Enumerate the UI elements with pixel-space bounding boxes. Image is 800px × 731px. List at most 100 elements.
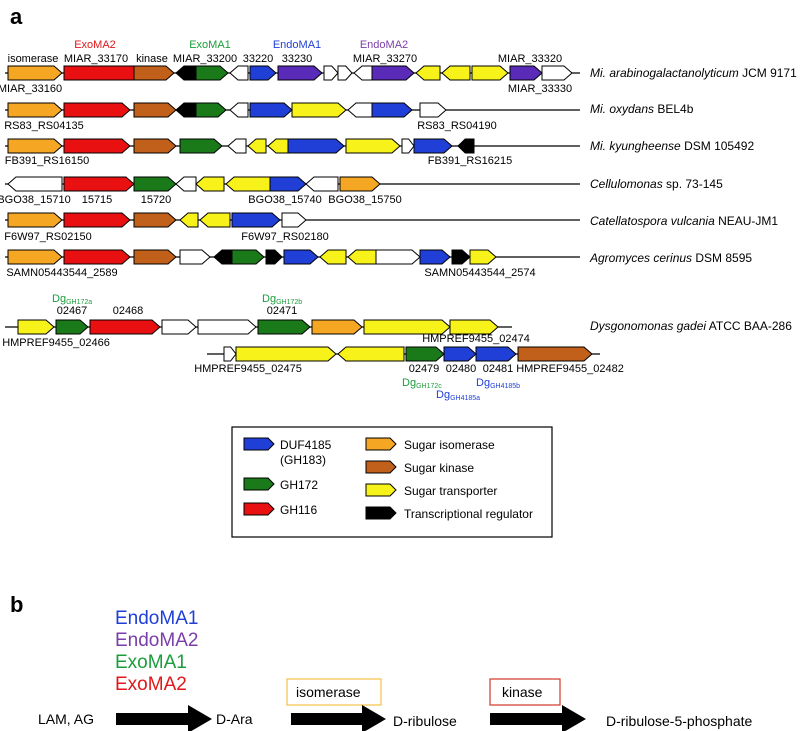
- step-d-ara: D-Ara: [216, 711, 253, 727]
- gene-agromyces: [347, 249, 377, 265]
- gene-mi-oxydans: [175, 102, 197, 118]
- gene-agromyces: [469, 249, 497, 265]
- isomerase-box-label: isomerase: [296, 684, 361, 700]
- label-fb391-rs16150: FB391_RS16150: [5, 155, 89, 167]
- label-02480: 02480: [446, 363, 477, 375]
- label-kinase: kinase: [136, 53, 168, 65]
- gene-catellatospora: [231, 212, 281, 228]
- gene-dysgonomonas-1: [257, 319, 311, 335]
- gene-cellulomonas: [7, 176, 63, 192]
- gene-mi-arab: [7, 65, 63, 81]
- gene-agromyces: [375, 249, 421, 265]
- gene-mi-oxydans: [63, 102, 131, 118]
- gene-mi-arab: [323, 65, 339, 81]
- enzyme-endoma2: EndoMA2: [115, 630, 198, 651]
- gene-mi-kyungheense: [227, 138, 247, 154]
- gene-mi-arab: [353, 65, 373, 81]
- organism-cellulomonas: Cellulomonas sp. 73-145: [590, 177, 723, 191]
- gene-mi-arab: [471, 65, 509, 81]
- gene-agromyces: [7, 249, 63, 265]
- gene-mi-arab: [195, 65, 229, 81]
- label-hmpref9455-02475: HMPREF9455_02475: [194, 363, 302, 375]
- label-fb391-rs16215: FB391_RS16215: [428, 155, 512, 167]
- gene-cellulomonas: [175, 176, 197, 192]
- label-samn05443544-2589: SAMN05443544_2589: [6, 267, 117, 279]
- arrow-1: [116, 705, 212, 731]
- gene-mi-arab: [509, 65, 543, 81]
- gene-mi-kyungheense: [179, 138, 223, 154]
- gene-mi-kyungheense: [345, 138, 401, 154]
- label-isomerase: isomerase: [8, 53, 59, 65]
- enzyme-exoma2: ExoMA2: [115, 674, 187, 695]
- label-miar-33330: MIAR_33330: [508, 83, 572, 95]
- gene-dysgonomonas-2: [517, 346, 593, 362]
- gene-agromyces: [283, 249, 319, 265]
- organism-catellatospora: Catellatospora vulcania NEAU-JM1: [590, 214, 778, 228]
- label-bgo38-15740: BGO38_15740: [248, 194, 321, 206]
- gene-catellatospora: [133, 212, 177, 228]
- gene-catellatospora: [179, 212, 199, 228]
- gene-mi-kyungheense: [457, 138, 475, 154]
- step-d-ribulose: D-ribulose: [393, 713, 457, 729]
- gene-cellulomonas: [225, 176, 271, 192]
- organism-agromyces: Agromyces cerinus DSM 8595: [589, 251, 752, 265]
- gene-dysgonomonas-1: [449, 319, 499, 335]
- organism-labels: Mi. arabinogalactanolyticum JCM 9171 Mi.…: [589, 66, 797, 333]
- gene-dysgonomonas-1: [89, 319, 161, 335]
- gene-cellulomonas: [63, 176, 135, 192]
- legend-swatches: [243, 437, 397, 520]
- label-02471: 02471: [267, 305, 298, 317]
- row1-top-labels: isomerase ExoMA2 MIAR_33170 kinase ExoMA…: [8, 39, 562, 65]
- gene-mi-arab: [337, 65, 353, 81]
- label-samn05443544-2574: SAMN05443544_2574: [424, 267, 535, 279]
- enzyme-endoma1: EndoMA1: [115, 608, 198, 629]
- dg-gh172c: DgGH172c: [402, 377, 442, 390]
- gene-labels: MIAR_33160 MIAR_33330 RS83_RS04135 RS83_…: [0, 83, 624, 375]
- dg-gh172b: DgGH172b: [262, 293, 302, 306]
- gene-catellatospora: [281, 212, 307, 228]
- gene-dysgonomonas-2: [443, 346, 477, 362]
- legend-swatch-transporter: [365, 483, 397, 497]
- legend-label-gh183: (GH183): [280, 453, 326, 467]
- gene-mi-arab: [441, 65, 471, 81]
- gene-mi-kyungheense: [413, 138, 453, 154]
- gene-agromyces: [213, 249, 233, 265]
- dg-gh172a: DgGH172a: [52, 293, 92, 306]
- label-hmpref9455-02474: HMPREF9455_02474: [422, 333, 530, 345]
- label-02481: 02481: [483, 363, 514, 375]
- gene-mi-oxydans: [249, 102, 293, 118]
- gene-mi-oxydans: [371, 102, 413, 118]
- gene-dysgonomonas-2: [235, 346, 337, 362]
- gene-agromyces: [231, 249, 265, 265]
- gene-mi-kyungheense: [63, 138, 131, 154]
- label-rs83-rs04190: RS83_RS04190: [417, 120, 497, 132]
- legend-label-kinase: Sugar kinase: [404, 461, 474, 475]
- gene-mi-kyungheense: [247, 138, 267, 154]
- label-hmpref9455-02482: HMPREF9455_02482: [516, 363, 624, 375]
- legend-swatch-kinase: [365, 460, 397, 474]
- gene-agromyces: [451, 249, 471, 265]
- gene-dysgonomonas-1: [197, 319, 257, 335]
- legend-label-gh172: GH172: [280, 478, 318, 492]
- gene-mi-oxydans: [133, 102, 177, 118]
- gene-dysgonomonas-2: [223, 346, 237, 362]
- gene-mi-arab: [415, 65, 441, 81]
- gene-agromyces: [319, 249, 347, 265]
- kinase-box-label: kinase: [502, 684, 543, 700]
- label-endoma2: EndoMA2: [360, 39, 408, 51]
- gene-cellulomonas: [305, 176, 339, 192]
- label-exoma1: ExoMA1: [189, 39, 231, 51]
- label-33220: 33220: [243, 53, 274, 65]
- label-miar-33200: MIAR_33200: [173, 53, 237, 65]
- arrow-3: [490, 705, 586, 731]
- label-hmpref9455-02466: HMPREF9455_02466: [2, 337, 110, 349]
- gene-catellatospora: [7, 212, 63, 228]
- legend-swatch-isomerase: [365, 437, 397, 451]
- gene-mi-arab: [249, 65, 277, 81]
- isomerase-box: [286, 678, 382, 706]
- gene-mi-oxydans: [291, 102, 347, 118]
- gene-mi-arab: [133, 65, 175, 81]
- gene-mi-kyungheense: [401, 138, 415, 154]
- gene-mi-oxydans: [195, 102, 227, 118]
- gene-mi-kyungheense: [7, 138, 63, 154]
